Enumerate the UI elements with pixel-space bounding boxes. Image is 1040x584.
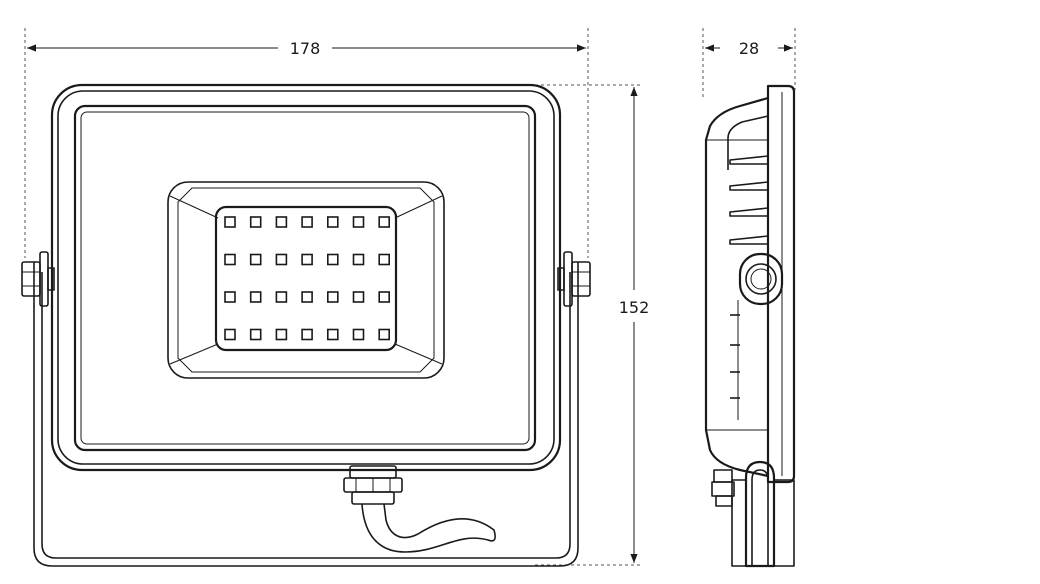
led-chip	[275, 253, 288, 266]
heat-sink-fin	[729, 235, 769, 245]
led-chip	[352, 253, 365, 266]
side-view: 28	[702, 28, 796, 568]
front-view: 178 152	[21, 28, 650, 567]
led-chip	[224, 291, 236, 303]
heat-sink-fin	[729, 155, 769, 165]
width-dimension: 178	[27, 39, 586, 58]
led-chip	[249, 328, 262, 341]
led-chip	[275, 216, 288, 228]
led-chip	[301, 253, 313, 266]
depth-dimension: 28	[705, 39, 793, 58]
led-chip	[224, 216, 236, 228]
cable-gland	[343, 465, 403, 505]
led-chip	[326, 328, 339, 341]
mounting-bracket	[33, 262, 579, 567]
led-chip	[326, 291, 339, 303]
led-module	[214, 205, 398, 352]
heat-sink-fin	[729, 207, 769, 217]
led-chip	[249, 216, 262, 228]
led-chip	[378, 253, 391, 266]
led-chip	[352, 328, 365, 341]
led-chip	[275, 328, 288, 341]
led-chip	[352, 291, 365, 303]
width-label: 178	[290, 39, 321, 58]
led-chip	[249, 253, 262, 266]
led-chip	[378, 216, 391, 228]
heat-sink-fin	[729, 181, 769, 191]
height-dimension: 152	[619, 87, 650, 563]
lower-fin-marks	[730, 300, 740, 420]
led-chip	[378, 328, 391, 341]
lamp-housing	[50, 83, 562, 472]
side-bracket	[731, 460, 795, 568]
led-chip	[301, 291, 313, 303]
heat-sink-fins	[729, 155, 769, 245]
reflector	[167, 181, 445, 379]
led-chip	[275, 291, 288, 303]
depth-label: 28	[739, 39, 759, 58]
pivot-knob	[738, 252, 784, 306]
side-cable-gland	[711, 469, 735, 507]
power-cable	[361, 503, 496, 553]
led-chip	[326, 216, 339, 228]
led-chip	[326, 253, 339, 266]
led-chip	[224, 253, 236, 266]
height-label: 152	[619, 298, 650, 317]
led-chip	[224, 328, 236, 341]
led-chip	[249, 291, 262, 303]
left-bolt	[21, 251, 55, 307]
led-chip	[301, 328, 313, 341]
side-housing	[704, 96, 769, 478]
led-chip	[352, 216, 365, 228]
right-bolt	[557, 251, 591, 307]
led-chip	[301, 216, 313, 228]
led-chip	[378, 291, 391, 303]
